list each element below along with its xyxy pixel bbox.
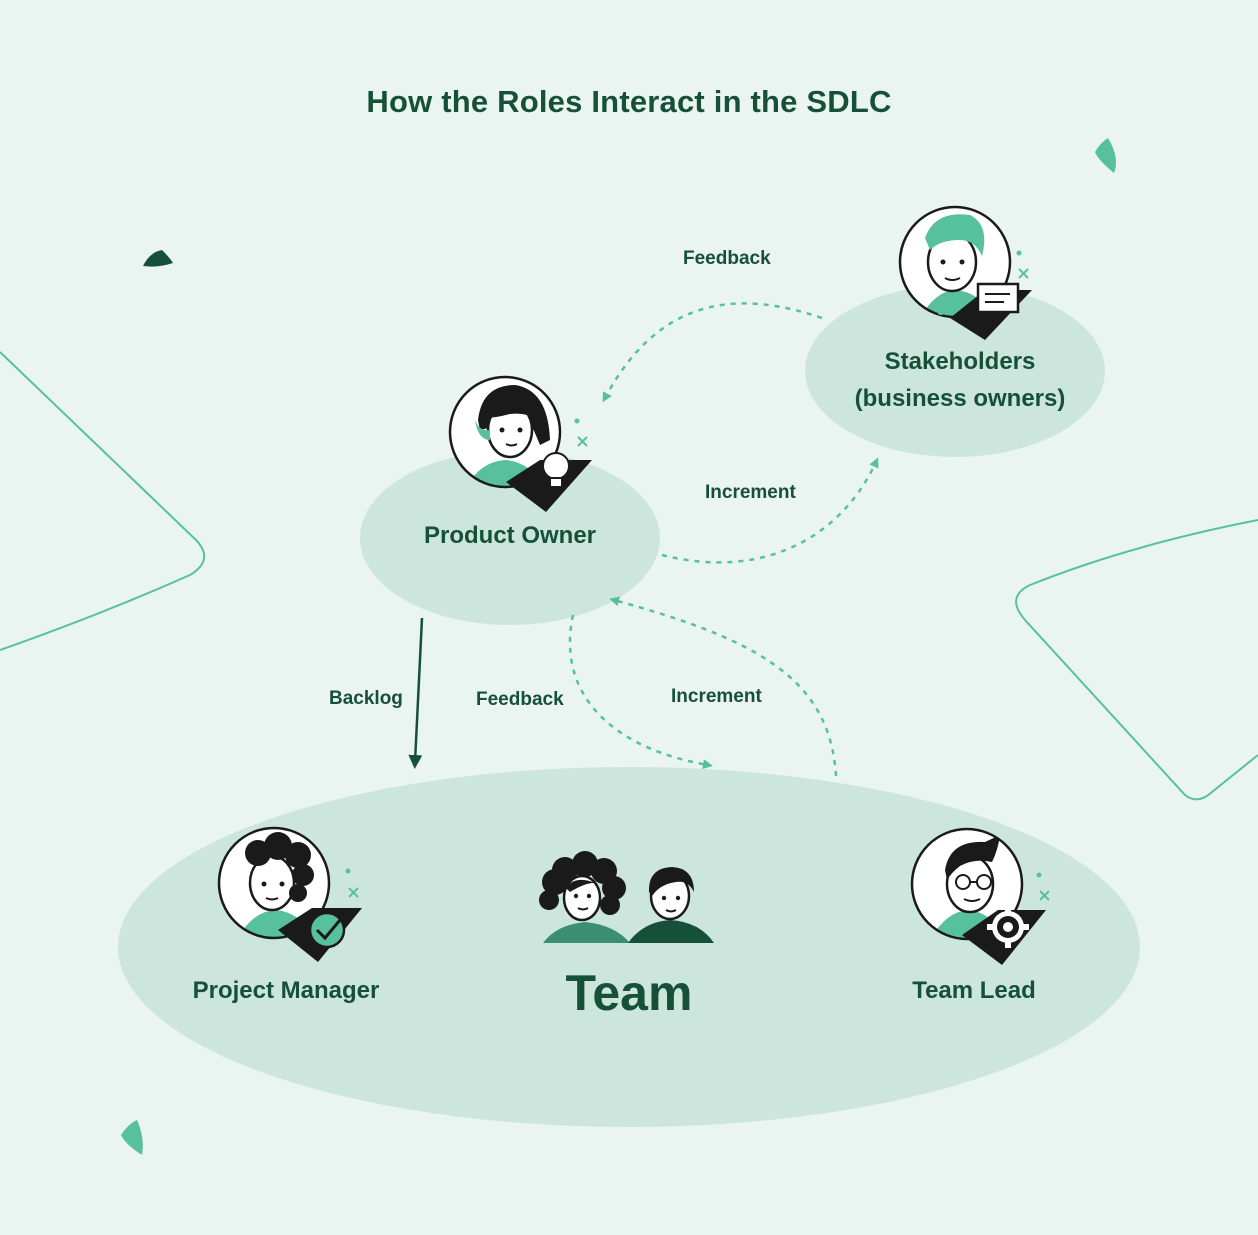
- stakeholders-label-line2: (business owners): [854, 385, 1066, 412]
- arrow-po-to-team-backlog: [408, 617, 424, 769]
- team-lead-label: Team Lead: [912, 977, 1036, 1004]
- chat-bubble-icon: [976, 282, 1020, 314]
- lightbulb-icon: [542, 452, 570, 488]
- project-manager-label: Project Manager: [192, 977, 380, 1004]
- product-owner-avatar-icon: [448, 375, 592, 512]
- project-manager-avatar-icon: [217, 826, 362, 962]
- diagram-title: How the Roles Interact in the SDLC: [366, 84, 892, 119]
- edge-label-increment-team: Increment: [671, 686, 762, 707]
- decor-line-right: [1015, 519, 1258, 801]
- stakeholders-label-line1: Stakeholders: [884, 348, 1036, 375]
- edge-label-increment-po: Increment: [705, 482, 796, 503]
- stakeholder-avatar-icon: [898, 205, 1032, 340]
- decor-line-left: [0, 351, 206, 651]
- product-owner-label: Product Owner: [423, 522, 597, 549]
- gear-icon: [987, 906, 1029, 948]
- checkmark-icon: [308, 911, 346, 949]
- team-bubble: [118, 767, 1140, 1127]
- decor-leaf-bottom-left: [121, 1120, 143, 1155]
- arrow-team-to-po-increment: [609, 596, 838, 777]
- product-owner-bubble: [360, 451, 660, 625]
- decor-leaf-top-left: [143, 250, 173, 267]
- edge-label-feedback-stakeholders: Feedback: [683, 248, 771, 269]
- team-lead-avatar-icon: [910, 827, 1050, 965]
- edge-label-feedback-team: Feedback: [476, 689, 564, 710]
- arrow-po-to-stakeholders-increment: [661, 457, 879, 564]
- team-label: Team: [565, 965, 693, 1021]
- edge-label-backlog: Backlog: [329, 688, 403, 709]
- arrow-stakeholders-to-po-feedback: [602, 302, 823, 403]
- stakeholders-bubble: [805, 285, 1105, 457]
- decor-leaf-top-right: [1095, 138, 1116, 173]
- stakeholders-label: Stakeholders (business owners): [820, 343, 1100, 417]
- team-people-icon: [539, 851, 714, 943]
